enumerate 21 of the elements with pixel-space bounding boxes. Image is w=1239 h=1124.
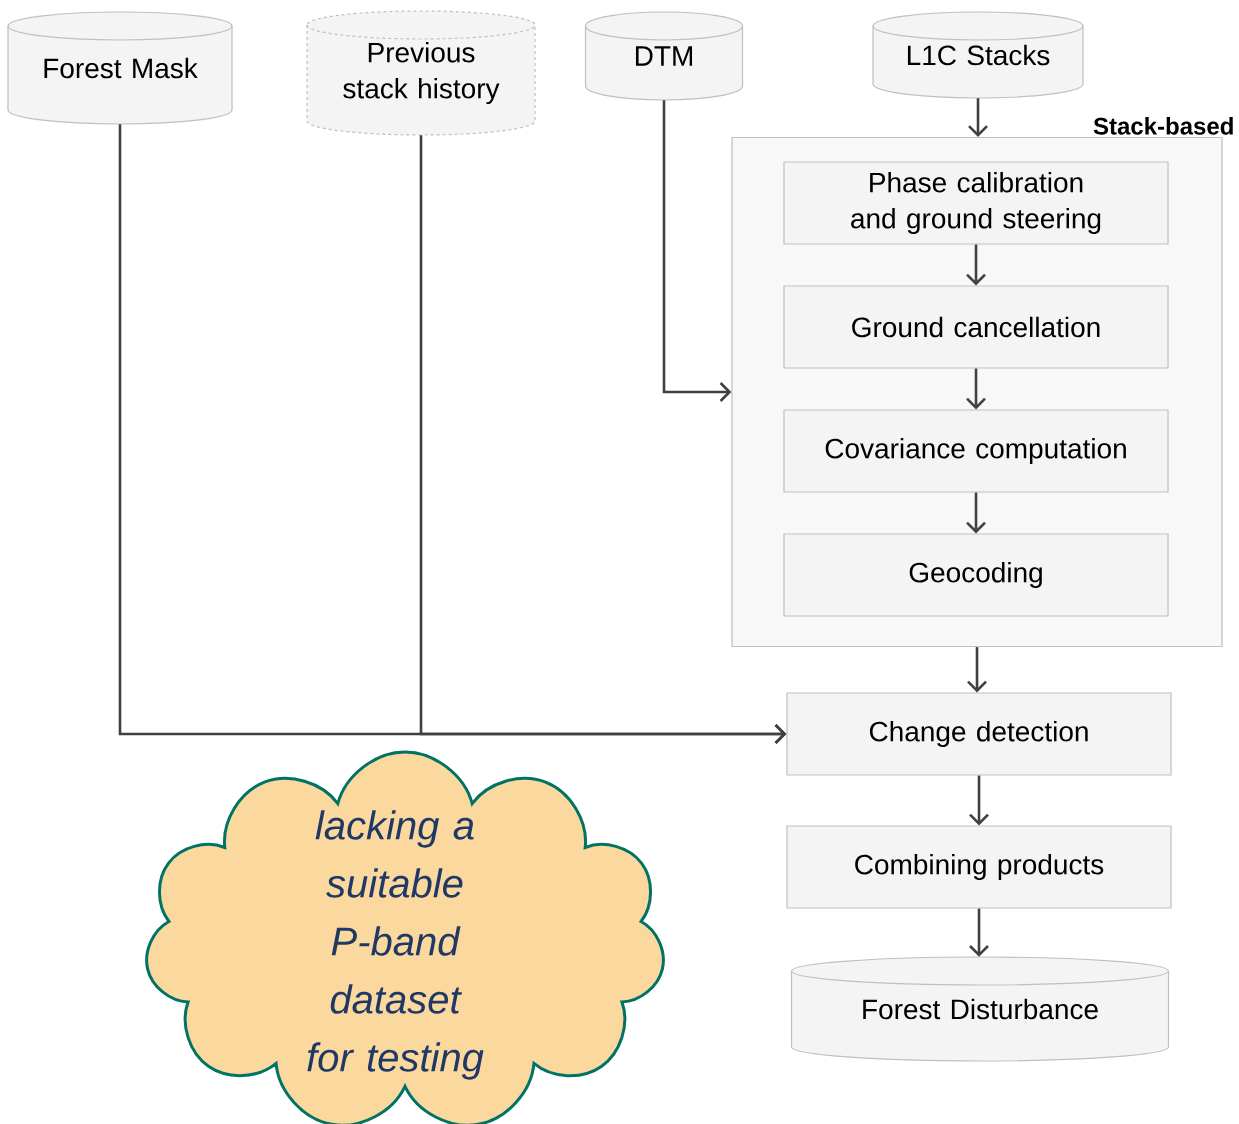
database-cylinder: DTM xyxy=(584,11,744,101)
arrow xyxy=(967,647,987,693)
arrow xyxy=(966,368,986,410)
process-box: Geocoding xyxy=(783,533,1169,617)
database-cylinder: Previous stack history xyxy=(306,10,536,136)
arrow xyxy=(662,100,732,402)
process-box: Phase calibration and ground steering xyxy=(783,161,1169,245)
arrow xyxy=(966,244,986,286)
node-label: Stack-based xyxy=(1093,117,1233,135)
process-box: Combining products xyxy=(786,825,1172,909)
arrow xyxy=(969,775,989,826)
process-box: Ground cancellation xyxy=(783,285,1169,369)
arrow xyxy=(969,908,989,957)
arrow xyxy=(966,492,986,534)
database-cylinder: L1C Stacks xyxy=(872,11,1084,99)
process-box: Covariance computation xyxy=(783,409,1169,493)
database-cylinder: Forest Mask xyxy=(7,11,233,125)
arrow xyxy=(419,135,787,744)
arrow xyxy=(968,98,988,137)
database-cylinder: Forest Disturbance xyxy=(790,956,1170,1062)
process-box: Change detection xyxy=(786,692,1172,776)
